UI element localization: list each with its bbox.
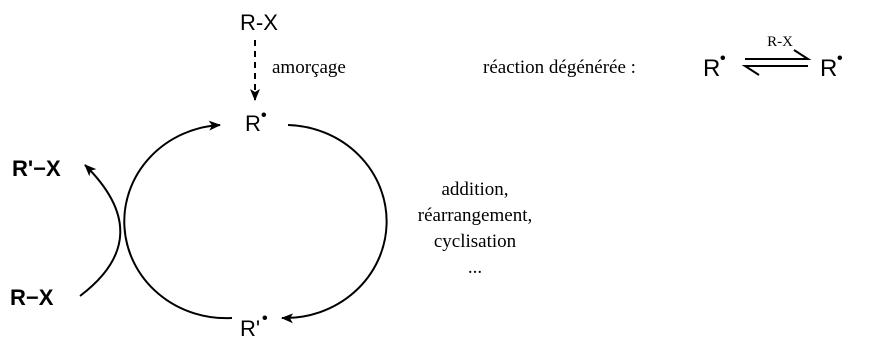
degenerate-left-radical: R [703, 55, 720, 82]
transfer-arc [79, 164, 122, 297]
radical-dot: • [837, 50, 843, 67]
transfer-reactant: R−X [10, 285, 54, 310]
transformation-label: cyclisation [434, 231, 517, 252]
degenerate-right-radical: R [820, 55, 837, 82]
equilibrium-label: R-X [767, 34, 793, 50]
transformation-label: ... [468, 257, 482, 278]
transformation-label: réarrangement, [418, 205, 532, 226]
cycle-top-radical: R [245, 111, 261, 136]
radical-dot: • [262, 310, 268, 327]
propagation-arc-left [123, 120, 233, 320]
transformation-label: addition, [441, 179, 508, 200]
degenerate-label: réaction dégénérée : [483, 57, 636, 78]
cycle-bottom-radical: R' [240, 316, 260, 341]
equilibrium-forward-arrow [745, 49, 812, 60]
radical-dot: • [261, 107, 267, 124]
radical-dot: • [720, 50, 726, 67]
propagation-arc-right [281, 124, 388, 324]
transfer-product: R'−X [12, 156, 61, 181]
initiator-reagent: R-X [240, 10, 278, 35]
initiation-label: amorçage [272, 57, 346, 78]
equilibrium-reverse-arrow [741, 65, 808, 76]
